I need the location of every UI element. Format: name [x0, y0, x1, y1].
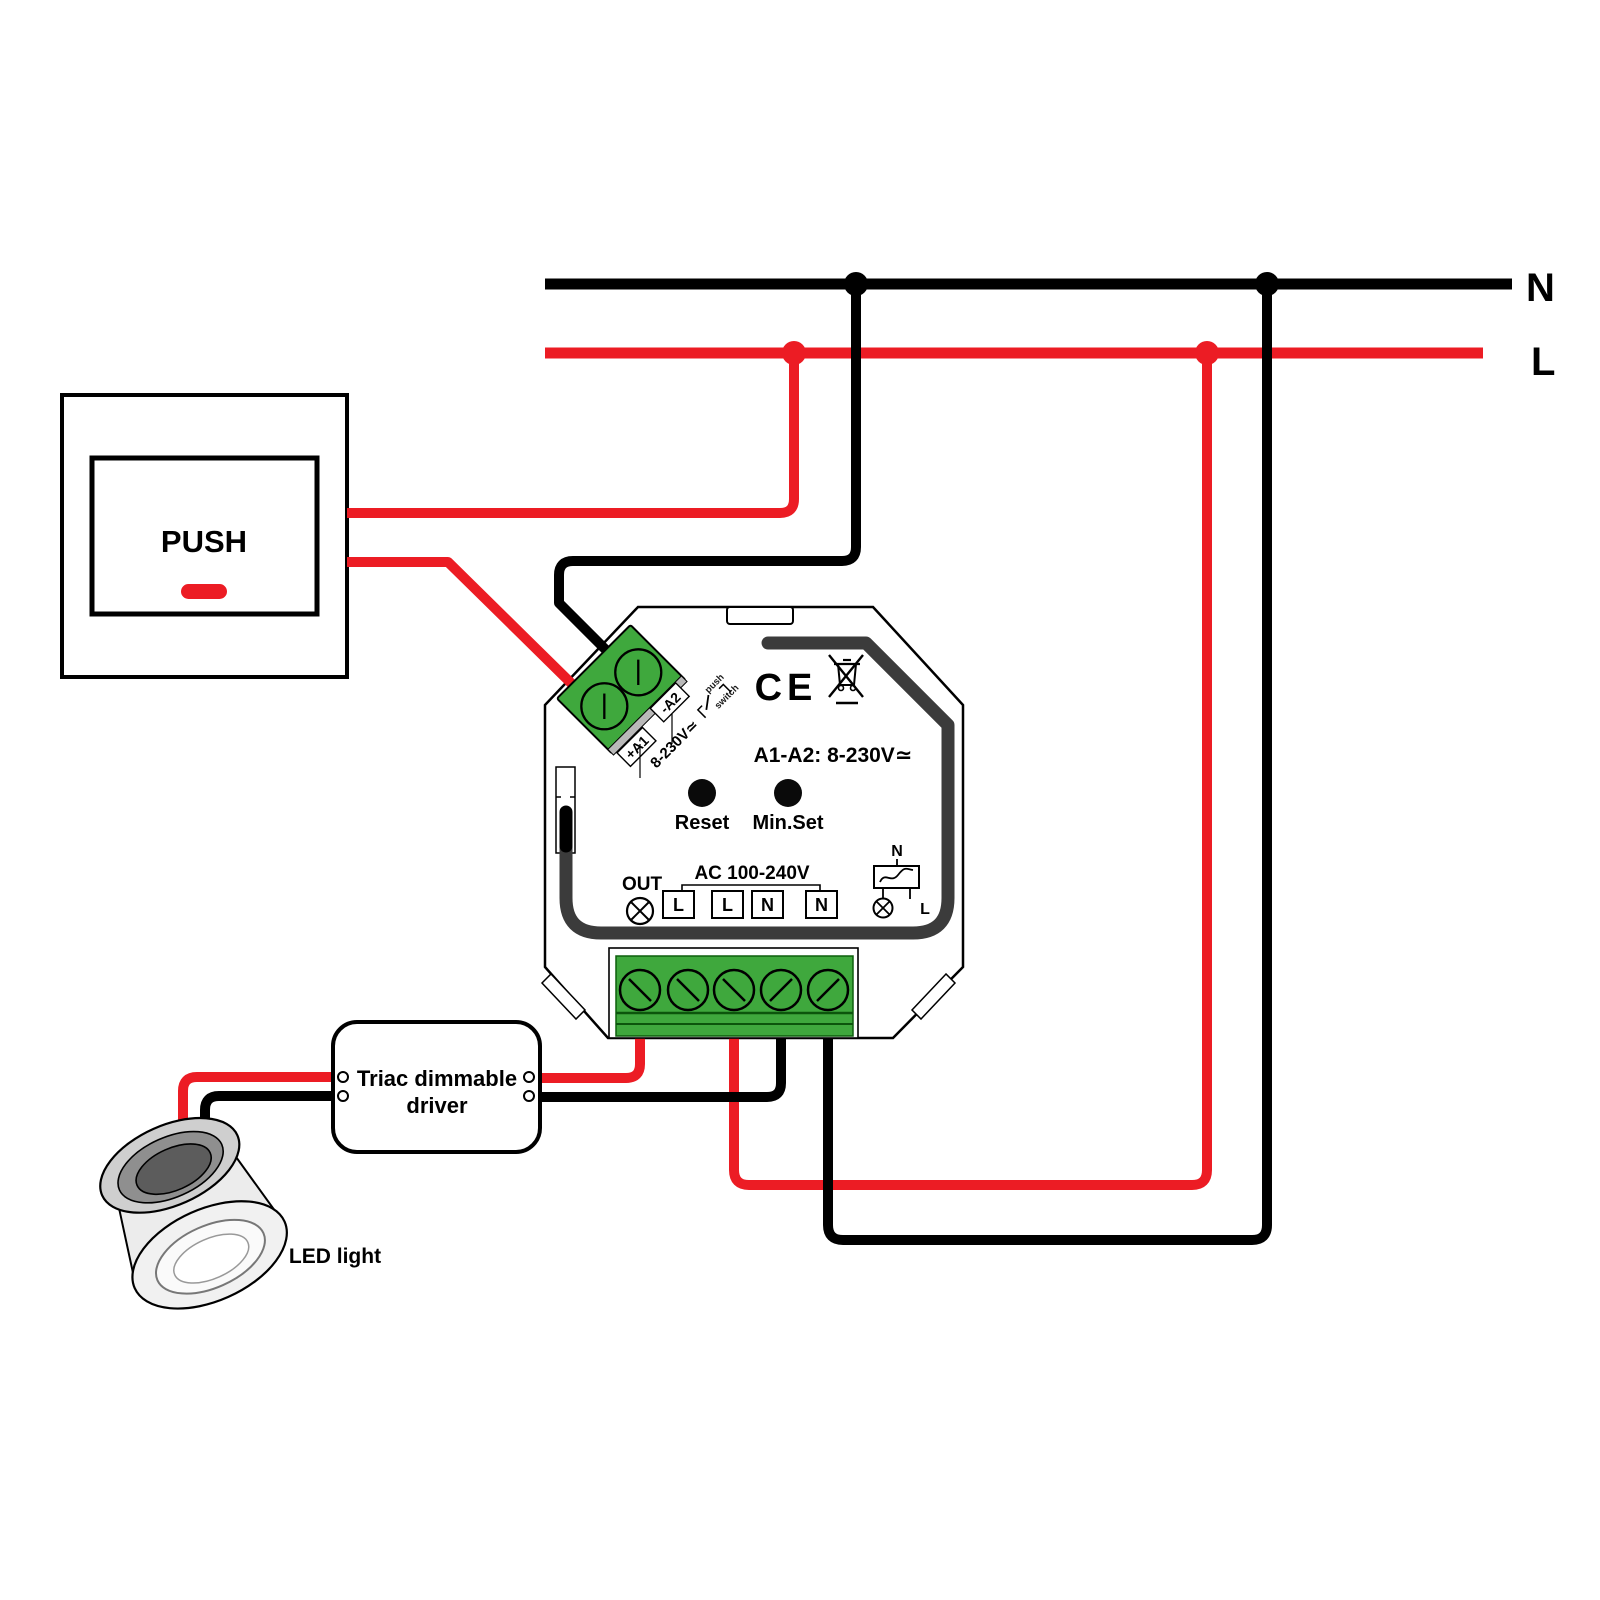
min-set-label: Min.Set — [752, 812, 823, 834]
ce-mark: CE — [755, 667, 818, 709]
led-bottom-opening — [173, 1233, 250, 1284]
terminal-screws — [618, 968, 850, 1012]
push-switch: PUSH — [60, 393, 349, 679]
terminal-box-l1-label: L — [673, 895, 684, 915]
junction-dot — [1195, 341, 1219, 365]
wire-neutral-to-module — [823, 288, 1272, 1245]
a1-label-box — [616, 726, 657, 768]
led-label: LED light — [289, 1245, 381, 1268]
output-terminal-block — [608, 947, 859, 1039]
module-rating: A1-A2: 8-230V≃ — [754, 744, 913, 767]
module-wire-channel — [559, 636, 955, 940]
wire-neutral-to-a2 — [554, 290, 861, 662]
wiring — [178, 288, 1272, 1245]
driver-terminals — [337, 1071, 535, 1102]
wire-driver-to-led-neutral — [200, 1091, 342, 1158]
wire-driver-to-led-live — [178, 1072, 342, 1150]
terminal-box-l1 — [662, 890, 695, 919]
reset-label: Reset — [675, 812, 730, 834]
driver-box — [331, 1020, 542, 1154]
driver-name-line1: Triac dimmable — [357, 1066, 517, 1091]
terminal-box-l2 — [711, 890, 744, 919]
relay-lamp-icon — [872, 897, 894, 919]
driver-terminal — [337, 1090, 349, 1102]
weee-icon — [828, 654, 864, 705]
push-switch-label: PUSH — [161, 524, 247, 559]
module-mount-slot-left — [540, 972, 587, 1021]
relay-n-label: N — [891, 843, 903, 860]
junction-dot — [1255, 272, 1279, 296]
terminal-box-n2-label: N — [815, 895, 828, 915]
driver-terminal — [523, 1071, 535, 1083]
ac-input-bracket — [681, 884, 821, 892]
driver-terminal — [337, 1071, 349, 1083]
relay-l-label: L — [920, 901, 930, 918]
ac-input-label: AC 100-240V — [694, 863, 809, 884]
terminal-box-n1-label: N — [761, 895, 774, 915]
module-top-tab — [726, 606, 794, 625]
phase-cut-glyph — [879, 867, 914, 883]
reset-button[interactable] — [688, 779, 716, 807]
driver-name-line2: driver — [406, 1093, 468, 1118]
module-mount-slot-right — [910, 972, 957, 1021]
wire-live-to-module — [729, 357, 1212, 1190]
power-bus: N L — [545, 266, 1555, 384]
triac-driver: Triac dimmable driver — [331, 1020, 542, 1154]
terminal-box-n2 — [805, 890, 838, 919]
wire-module-to-driver-neutral — [527, 1028, 786, 1102]
led-top-cavity — [135, 1143, 212, 1196]
terminal-box-l2-label: L — [722, 895, 733, 915]
live-label: L — [1531, 340, 1555, 384]
junction-dot — [782, 341, 806, 365]
wire-live-to-switch — [347, 359, 799, 518]
a2-label-box — [649, 681, 691, 723]
junction-dot — [844, 272, 868, 296]
wire-switch-to-a1 — [347, 557, 578, 690]
ac-terminal-legend: L L N N — [662, 890, 838, 919]
out-lamp-icon — [625, 896, 655, 926]
relay-symbol: N L — [872, 843, 930, 919]
push-switch-indicator — [181, 584, 227, 599]
neutral-label: N — [1526, 266, 1555, 310]
label-leader-lines — [639, 714, 673, 778]
min-set-button[interactable] — [774, 779, 802, 807]
driver-terminal — [523, 1090, 535, 1102]
led-downlight — [99, 1116, 288, 1310]
wire-module-to-driver-live — [527, 1028, 645, 1083]
terminal-box-n1 — [751, 890, 784, 919]
out-label: OUT — [622, 874, 663, 895]
